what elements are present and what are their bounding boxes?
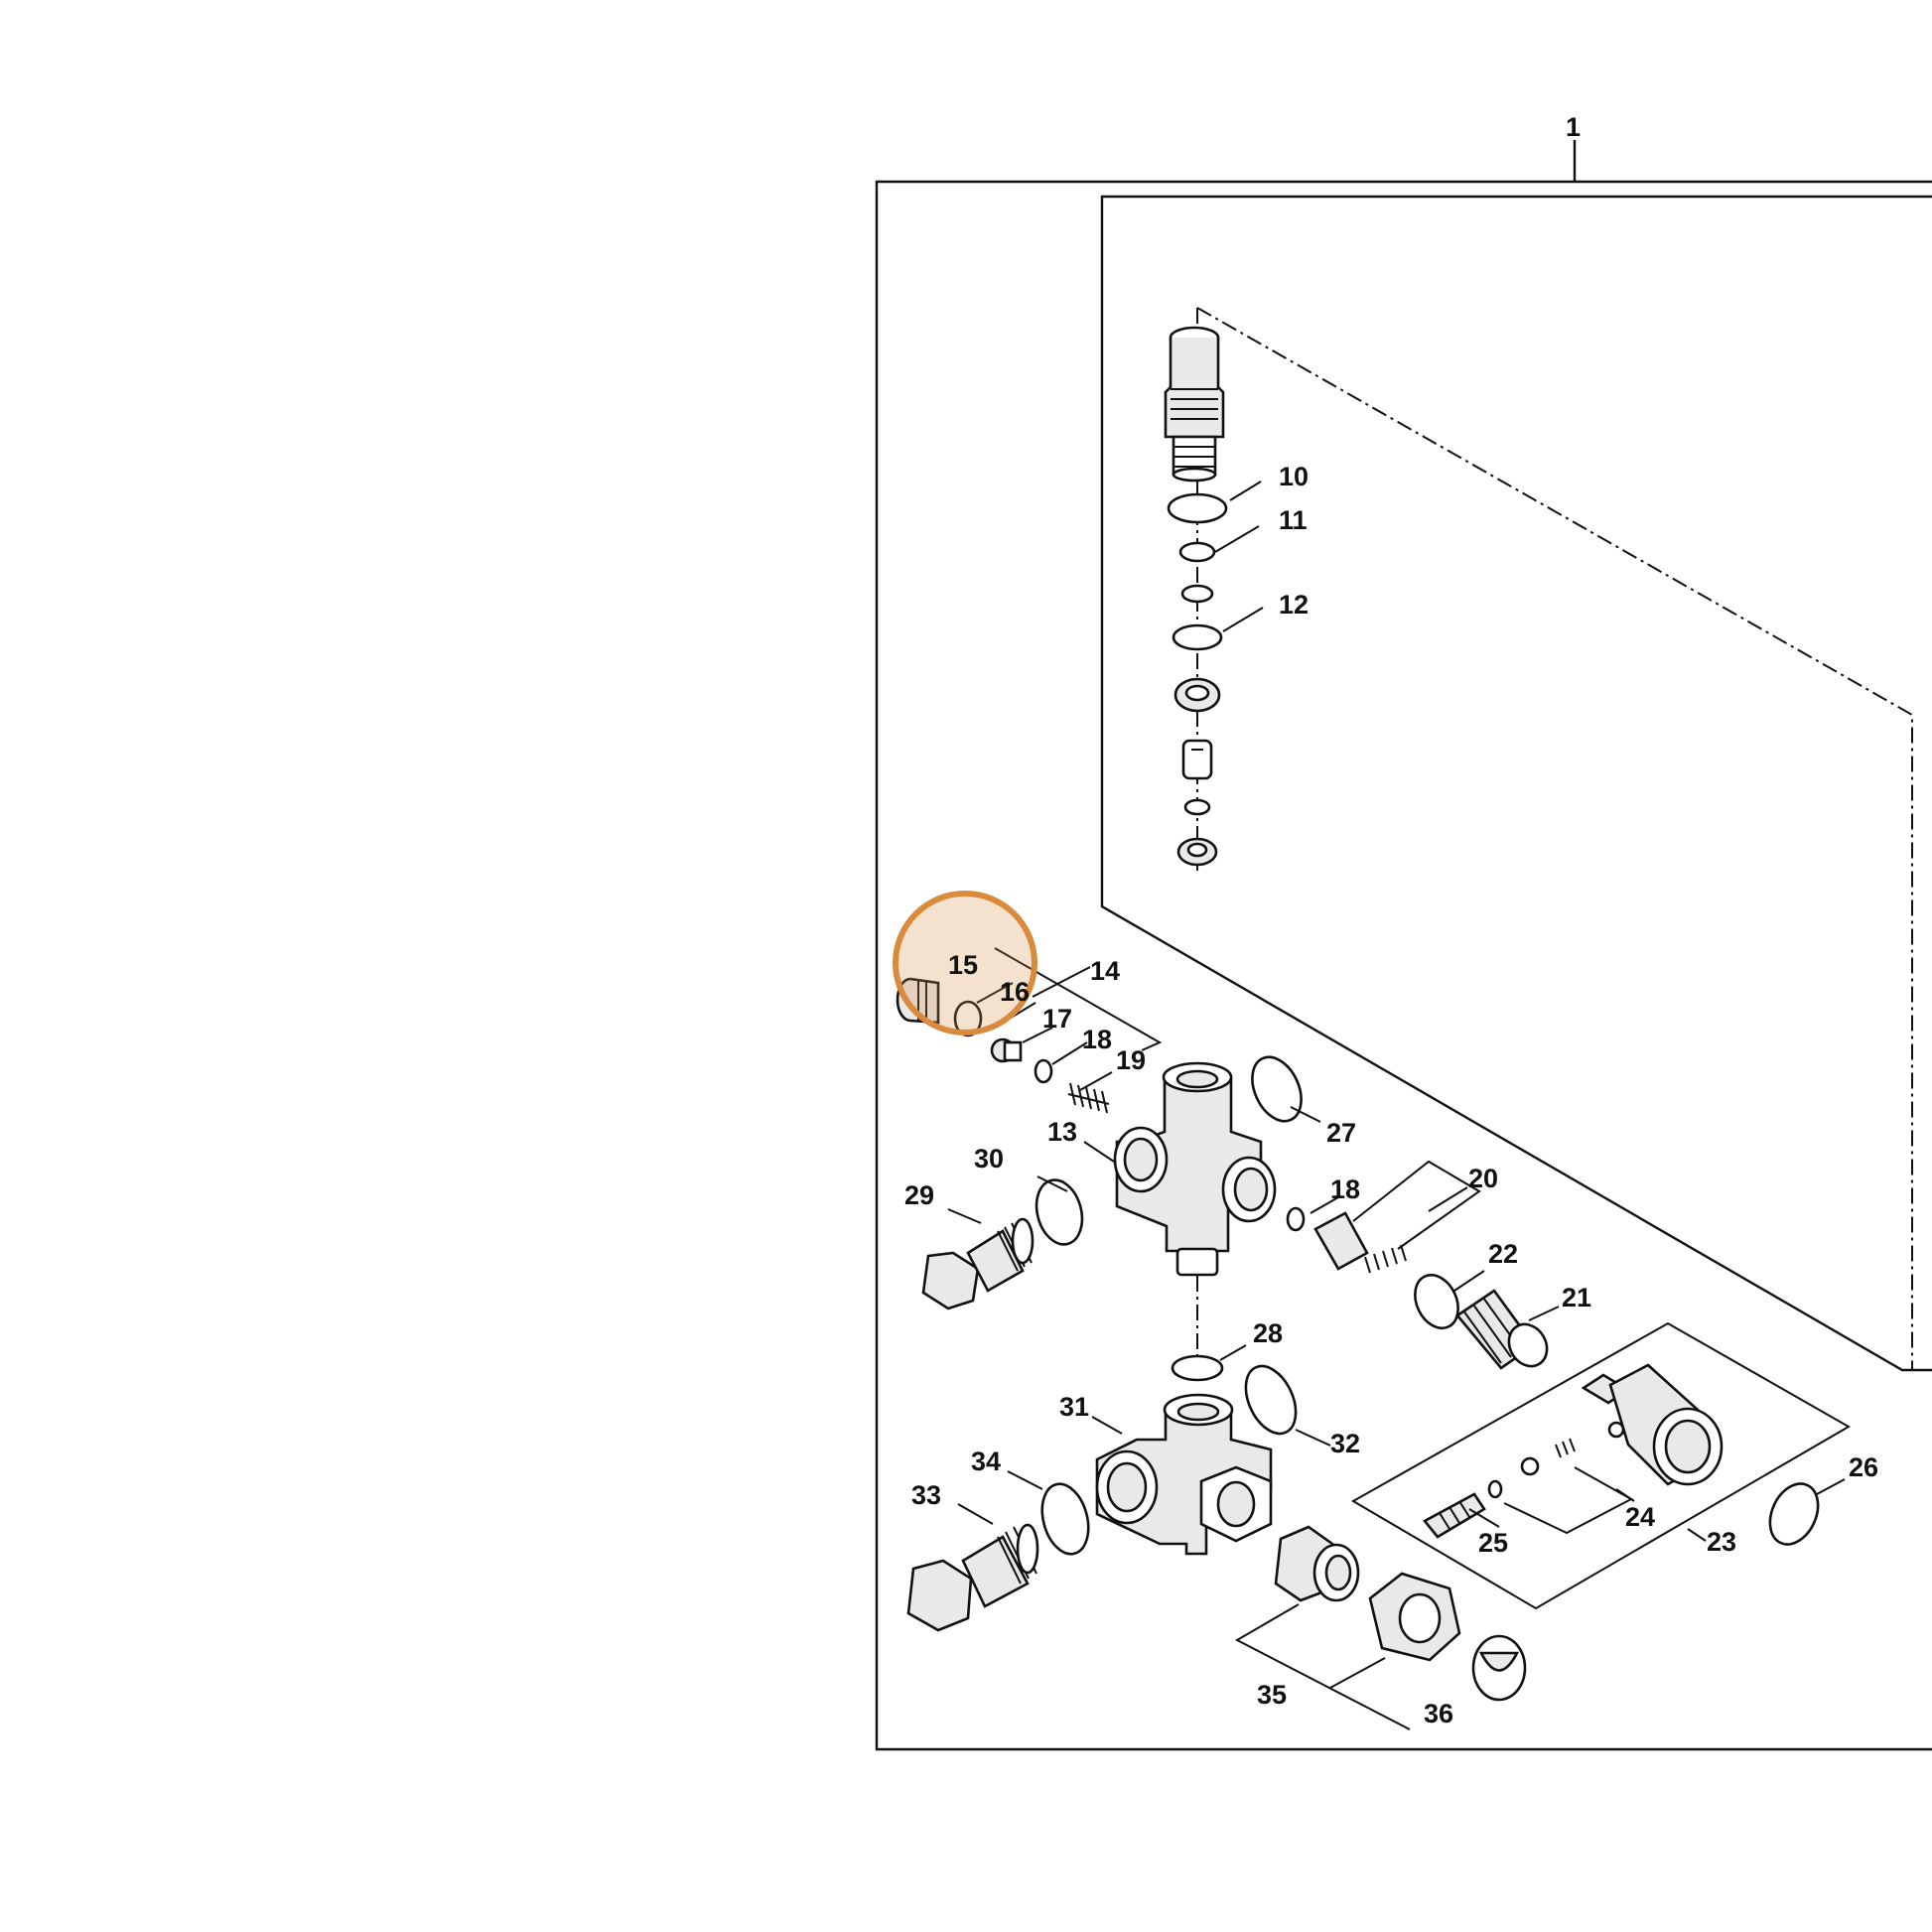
label-21: 21	[1562, 1283, 1591, 1312]
label-31: 31	[1059, 1392, 1089, 1422]
tee-body-31-icon	[1095, 1393, 1273, 1556]
fitting-21-icon	[1455, 1289, 1549, 1370]
o-ring-28-icon	[1171, 1354, 1224, 1382]
label-20: 20	[1468, 1164, 1498, 1193]
label-14: 14	[1090, 956, 1120, 986]
banjo-bolt-29-icon	[921, 1217, 1035, 1311]
label-23: 23	[1707, 1527, 1736, 1557]
seal-cup-icon	[1173, 677, 1221, 713]
ring-11-icon	[1178, 541, 1216, 563]
label-19: 19	[1116, 1045, 1146, 1075]
o-ring-32-icon	[1244, 1364, 1298, 1436]
o-ring-22-icon	[1414, 1273, 1459, 1330]
o-ring-26-icon	[1768, 1482, 1820, 1546]
bracket-24-lines	[1503, 1466, 1634, 1535]
label-25: 25	[1478, 1528, 1508, 1558]
spring-24-icon	[1555, 1438, 1576, 1458]
ball-24-icon	[1520, 1456, 1540, 1476]
ring-extra-icon	[1180, 584, 1214, 604]
label-32: 32	[1330, 1429, 1360, 1458]
label-18a: 18	[1082, 1025, 1112, 1054]
small-ring-icon	[1183, 798, 1211, 816]
o-ring-12-icon	[1172, 623, 1223, 651]
label-29: 29	[904, 1180, 934, 1210]
o-ring-27-icon	[1251, 1055, 1303, 1123]
spring-19-icon	[1067, 1082, 1110, 1114]
o-ring-34-icon	[1040, 1482, 1090, 1556]
o-ring-30-icon	[1035, 1178, 1084, 1246]
label-10: 10	[1279, 462, 1309, 491]
label-1: 1	[1566, 112, 1581, 142]
seal-cup-2-icon	[1176, 837, 1218, 867]
label-15: 15	[948, 950, 978, 980]
label-18b: 18	[1330, 1174, 1360, 1204]
ring-18a-icon	[1034, 1058, 1053, 1084]
valve-body-13-icon	[1113, 1061, 1277, 1277]
ring-18b-icon	[1286, 1206, 1306, 1232]
label-28: 28	[1253, 1318, 1283, 1348]
bracket-35-36-lines	[1234, 1603, 1411, 1730]
label-13: 13	[1047, 1117, 1077, 1147]
ring-16-icon	[953, 1000, 983, 1037]
label-17: 17	[1042, 1004, 1072, 1034]
bracket-23-box	[1350, 1321, 1852, 1610]
label-24: 24	[1625, 1502, 1655, 1532]
label-16: 16	[1000, 977, 1030, 1007]
valve-insert-icon	[1181, 739, 1213, 780]
bracket-20-lines	[1352, 1160, 1481, 1250]
quick-coupler-icon	[1581, 1363, 1724, 1486]
nipple-fitting-icon	[1164, 326, 1225, 483]
label-36: 36	[1424, 1699, 1453, 1728]
label-27: 27	[1326, 1118, 1356, 1148]
label-34: 34	[971, 1447, 1001, 1476]
cap-36-icon	[1471, 1634, 1527, 1702]
nipple-25-icon	[1423, 1492, 1486, 1539]
screw-17-icon	[990, 1037, 1023, 1063]
highlight-circle	[893, 891, 1037, 1035]
label-26: 26	[1849, 1452, 1878, 1482]
o-ring-10-icon	[1167, 492, 1228, 524]
valve-cartridge-icon	[1313, 1211, 1407, 1274]
label-30: 30	[974, 1144, 1004, 1173]
nut-36a-icon	[1368, 1572, 1461, 1662]
label-35: 35	[1257, 1680, 1287, 1710]
label-33: 33	[911, 1480, 941, 1510]
adapter-35-icon	[1274, 1525, 1360, 1602]
leader-lines	[947, 481, 1846, 1542]
label-11: 11	[1279, 505, 1308, 535]
ring-24-icon	[1487, 1479, 1503, 1499]
label-22: 22	[1488, 1239, 1518, 1269]
bracket-14-lines	[994, 947, 1163, 1051]
label-12: 12	[1279, 590, 1309, 620]
banjo-bolt-33-icon	[906, 1523, 1039, 1632]
